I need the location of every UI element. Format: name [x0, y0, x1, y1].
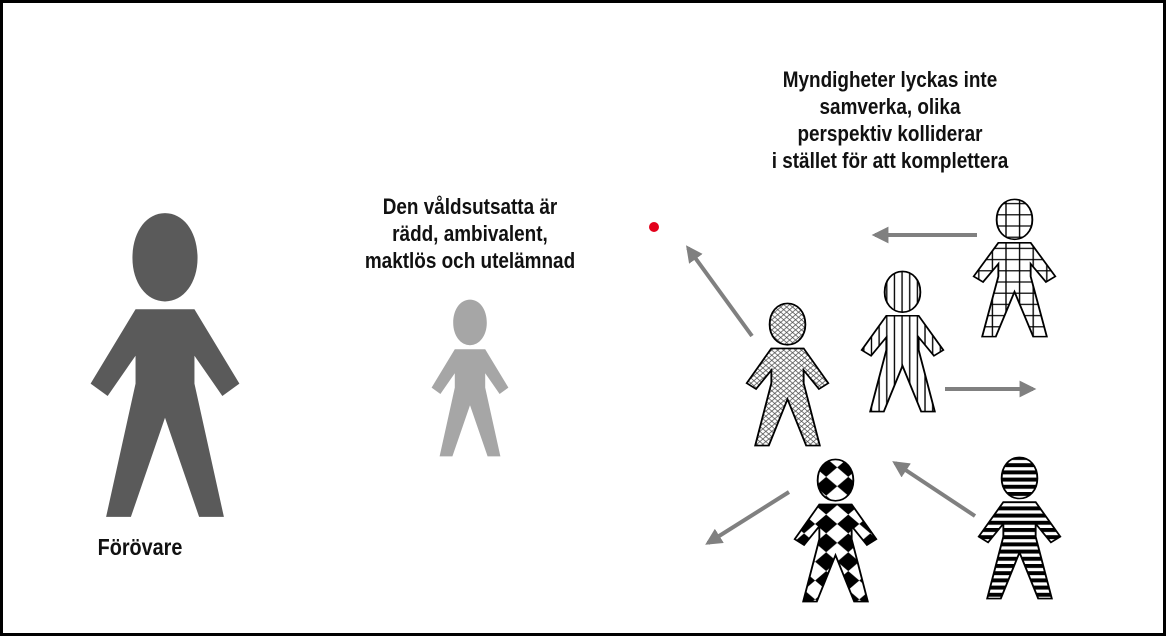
perpetrator-figure — [90, 213, 240, 517]
agencies-caption: Myndigheter lyckas inte samverka, olika … — [771, 67, 1009, 173]
perpetrator-caption: Förövare — [97, 534, 183, 560]
arrow-left-bottom — [705, 490, 791, 545]
agency-figure-vertical-stripes — [860, 270, 945, 413]
red-dot — [649, 222, 659, 232]
victim-figure — [431, 299, 509, 457]
agency-figure-grid — [972, 198, 1057, 338]
victim-caption: Den våldsutsatta är rädd, ambivalent, ma… — [364, 194, 576, 273]
arrow-up-left — [892, 461, 977, 518]
agency-figure-crosshatch — [745, 302, 830, 447]
arrow-to-dot — [686, 245, 754, 338]
agency-figure-harlequin — [793, 458, 878, 603]
agency-figure-horizontal-stripes — [977, 456, 1062, 600]
